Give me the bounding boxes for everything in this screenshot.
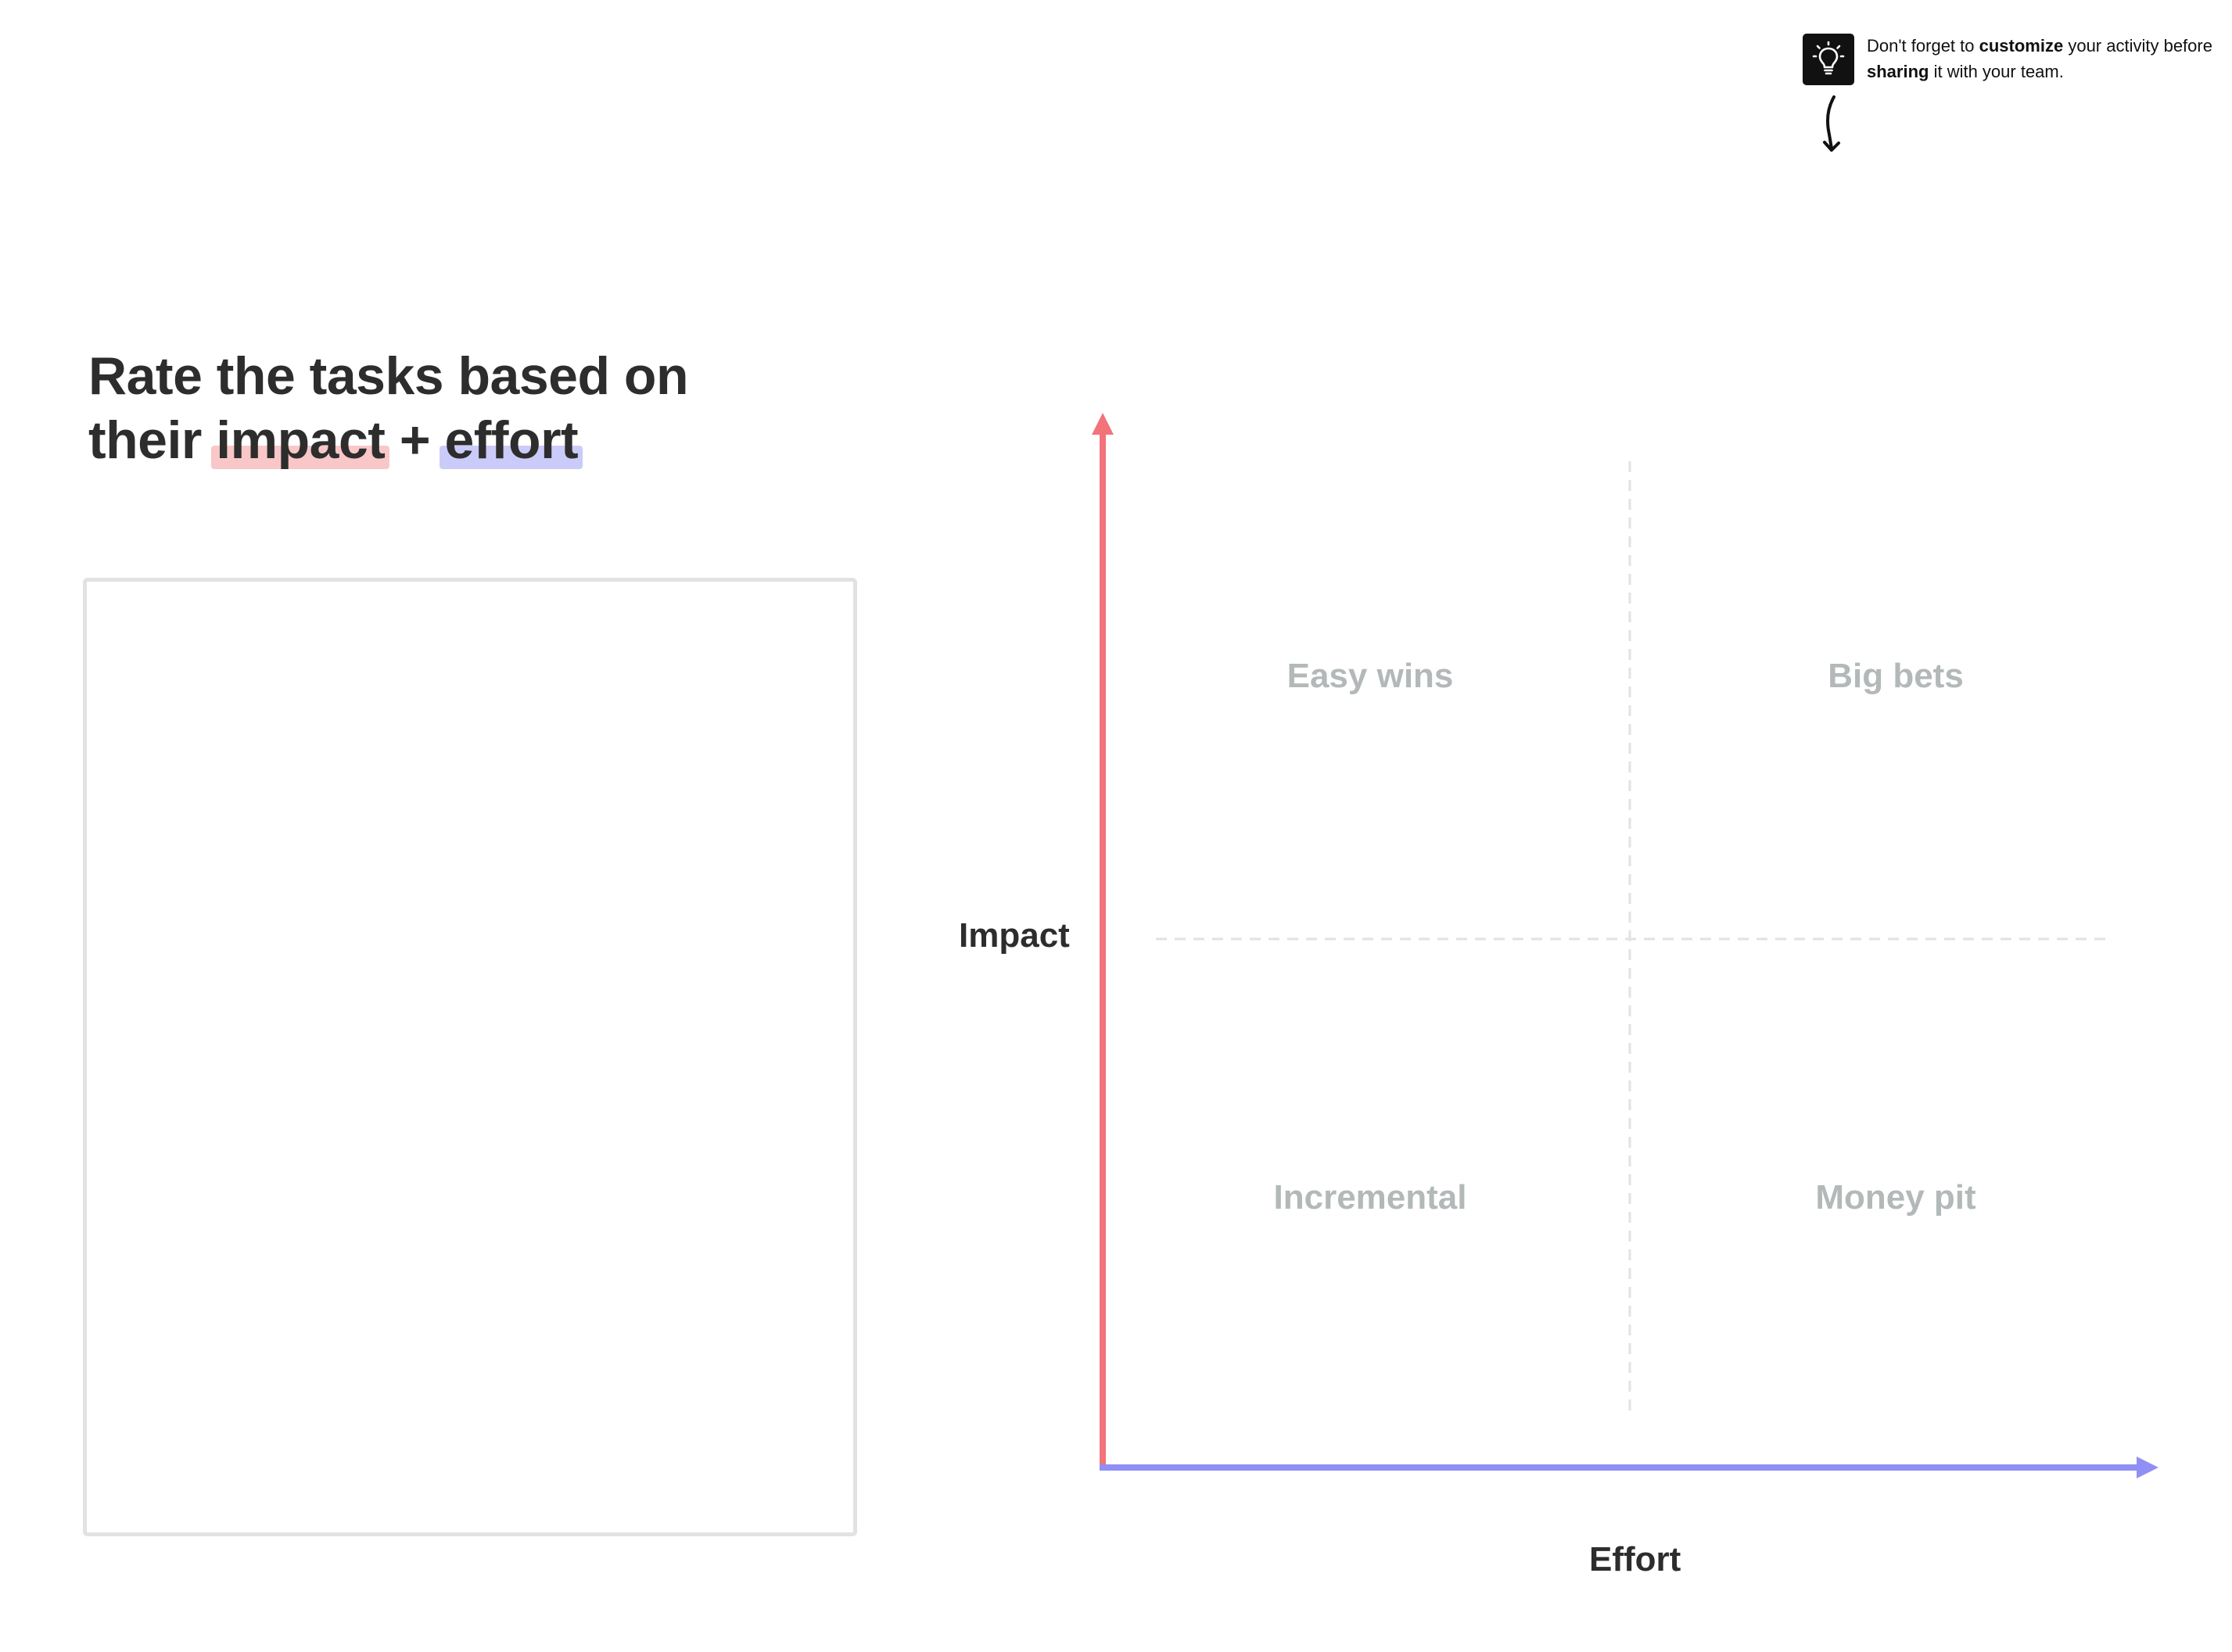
effort-highlight: effort: [440, 408, 583, 472]
quadrant-easy-wins: Easy wins: [1286, 657, 1454, 695]
page-title: Rate the tasks based on their impact + e…: [88, 344, 792, 472]
task-drop-area[interactable]: [83, 578, 857, 1536]
effort-axis-label: Effort: [1589, 1540, 1681, 1579]
title-line-1: Rate the tasks based on: [88, 346, 688, 406]
tip-message: Don't forget to customize your activity …: [1867, 36, 2212, 81]
quadrant-incremental: Incremental: [1273, 1178, 1467, 1217]
down-arrow-icon: [1823, 95, 1840, 152]
title-line-2: their impact + effort: [88, 408, 792, 472]
quadrant-money-pit: Money pit: [1815, 1178, 1976, 1217]
title-prefix: their: [88, 410, 217, 470]
title-joiner: +: [385, 410, 445, 470]
impact-axis-arrowhead: [1092, 413, 1114, 435]
quadrant-big-bets: Big bets: [1828, 657, 1964, 695]
impact-axis-label: Impact: [959, 916, 1070, 955]
effort-axis-arrowhead: [2137, 1457, 2158, 1478]
impact-highlight: impact: [211, 408, 390, 472]
lightbulb-icon: [1803, 34, 1854, 85]
